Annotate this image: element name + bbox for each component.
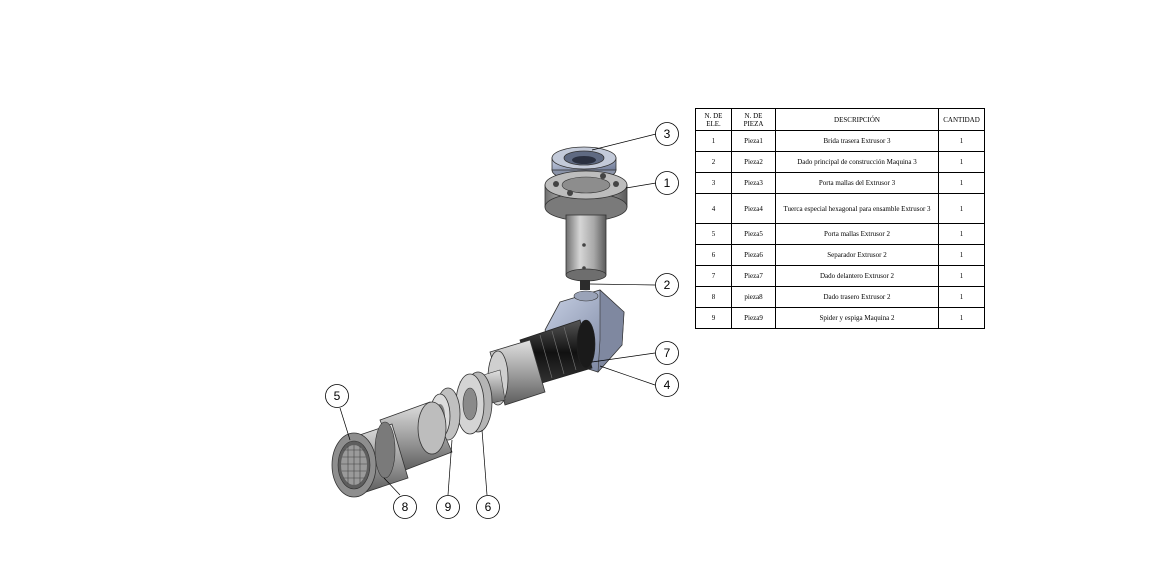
cell-ele: 9 bbox=[695, 307, 732, 329]
leader-8 bbox=[383, 477, 401, 496]
balloon-3: 3 bbox=[655, 122, 679, 146]
balloon-7: 7 bbox=[655, 341, 679, 365]
cell-cantidad: 1 bbox=[938, 307, 985, 329]
table-row: 4 Pieza4 Tuerca especial hexagonal para … bbox=[695, 193, 985, 224]
table-row: 6 Pieza6 Separador Extrusor 2 1 bbox=[695, 244, 985, 266]
cell-descripcion: Dado principal de construcción Maquina 3 bbox=[775, 151, 939, 173]
balloon-2-label: 2 bbox=[664, 278, 671, 292]
balloon-5-label: 5 bbox=[334, 389, 341, 403]
balloon-8-label: 8 bbox=[402, 500, 409, 514]
part-2-main-die bbox=[565, 214, 607, 290]
bom-header-row: N. DE ELE. N. DE PIEZA DESCRIPCIÓN CANTI… bbox=[695, 108, 985, 131]
leader-6 bbox=[481, 429, 488, 496]
balloon-4-label: 4 bbox=[664, 378, 671, 392]
part-6-separator bbox=[455, 371, 493, 435]
table-row: 1 Pieza1 Brida trasera Extrusor 3 1 bbox=[695, 130, 985, 152]
leader-2 bbox=[589, 283, 656, 286]
balloon-9-label: 9 bbox=[445, 500, 452, 514]
cell-ele: 4 bbox=[695, 193, 732, 224]
cell-pieza: pieza8 bbox=[731, 286, 776, 308]
cell-ele: 7 bbox=[695, 265, 732, 287]
cell-pieza: Pieza2 bbox=[731, 151, 776, 173]
cell-descripcion: Porta mallas Extrusor 2 bbox=[775, 223, 939, 245]
leader-3 bbox=[591, 133, 657, 151]
header-ele: N. DE ELE. bbox=[695, 108, 732, 131]
header-pieza: N. DE PIEZA bbox=[731, 108, 776, 131]
cell-pieza: Pieza5 bbox=[731, 223, 776, 245]
leader-7 bbox=[591, 352, 656, 363]
cell-ele: 2 bbox=[695, 151, 732, 173]
cell-descripcion: Spider y espiga Maquina 2 bbox=[775, 307, 939, 329]
cell-ele: 6 bbox=[695, 244, 732, 266]
cell-pieza: Pieza4 bbox=[731, 193, 776, 224]
cell-descripcion: Tuerca especial hexagonal para ensamble … bbox=[775, 193, 939, 224]
balloon-7-label: 7 bbox=[664, 346, 671, 360]
leader-1 bbox=[625, 182, 657, 189]
cell-pieza: Pieza6 bbox=[731, 244, 776, 266]
balloon-9: 9 bbox=[436, 495, 460, 519]
table-row: 3 Pieza3 Porta mallas del Extrusor 3 1 bbox=[695, 172, 985, 194]
cell-ele: 5 bbox=[695, 223, 732, 245]
balloon-6-label: 6 bbox=[485, 500, 492, 514]
table-row: 2 Pieza2 Dado principal de construcción … bbox=[695, 151, 985, 173]
cell-pieza: Pieza9 bbox=[731, 307, 776, 329]
cell-pieza: Pieza7 bbox=[731, 265, 776, 287]
cell-ele: 3 bbox=[695, 172, 732, 194]
balloon-8: 8 bbox=[393, 495, 417, 519]
leader-lines bbox=[339, 133, 657, 496]
cell-descripcion: Porta mallas del Extrusor 3 bbox=[775, 172, 939, 194]
cell-ele: 1 bbox=[695, 130, 732, 152]
header-cantidad: CANTIDAD bbox=[938, 108, 985, 131]
cell-descripcion: Separador Extrusor 2 bbox=[775, 244, 939, 266]
balloon-6: 6 bbox=[476, 495, 500, 519]
part-5-screen-holder bbox=[331, 432, 377, 498]
balloon-3-label: 3 bbox=[664, 127, 671, 141]
balloon-4: 4 bbox=[655, 373, 679, 397]
cell-descripcion: Brida trasera Extrusor 3 bbox=[775, 130, 939, 152]
balloon-5: 5 bbox=[325, 384, 349, 408]
cell-ele: 8 bbox=[695, 286, 732, 308]
cell-cantidad: 1 bbox=[938, 223, 985, 245]
leader-5 bbox=[339, 407, 351, 441]
balloon-1: 1 bbox=[655, 171, 679, 195]
balloon-1-label: 1 bbox=[664, 176, 671, 190]
table-row: 9 Pieza9 Spider y espiga Maquina 2 1 bbox=[695, 307, 985, 329]
leader-4 bbox=[599, 365, 656, 386]
table-row: 5 Pieza5 Porta mallas Extrusor 2 1 bbox=[695, 223, 985, 245]
header-descripcion: DESCRIPCIÓN bbox=[775, 108, 939, 131]
cell-cantidad: 1 bbox=[938, 151, 985, 173]
balloon-2: 2 bbox=[655, 273, 679, 297]
balloons: 3 1 2 7 4 5 8 9 6 bbox=[325, 122, 679, 519]
part-1-rear-flange bbox=[544, 170, 628, 222]
cell-cantidad: 1 bbox=[938, 286, 985, 308]
cell-cantidad: 1 bbox=[938, 172, 985, 194]
cell-pieza: Pieza1 bbox=[731, 130, 776, 152]
leader-9 bbox=[447, 439, 453, 496]
cell-cantidad: 1 bbox=[938, 130, 985, 152]
cell-pieza: Pieza3 bbox=[731, 172, 776, 194]
table-row: 8 pieza8 Dado trasero Extrusor 2 1 bbox=[695, 286, 985, 308]
cell-cantidad: 1 bbox=[938, 265, 985, 287]
cell-cantidad: 1 bbox=[938, 244, 985, 266]
cell-descripcion: Dado delantero Extrusor 2 bbox=[775, 265, 939, 287]
table-row: 7 Pieza7 Dado delantero Extrusor 2 1 bbox=[695, 265, 985, 287]
cell-descripcion: Dado trasero Extrusor 2 bbox=[775, 286, 939, 308]
bill-of-materials-table: N. DE ELE. N. DE PIEZA DESCRIPCIÓN CANTI… bbox=[695, 108, 985, 329]
cell-cantidad: 1 bbox=[938, 193, 985, 224]
